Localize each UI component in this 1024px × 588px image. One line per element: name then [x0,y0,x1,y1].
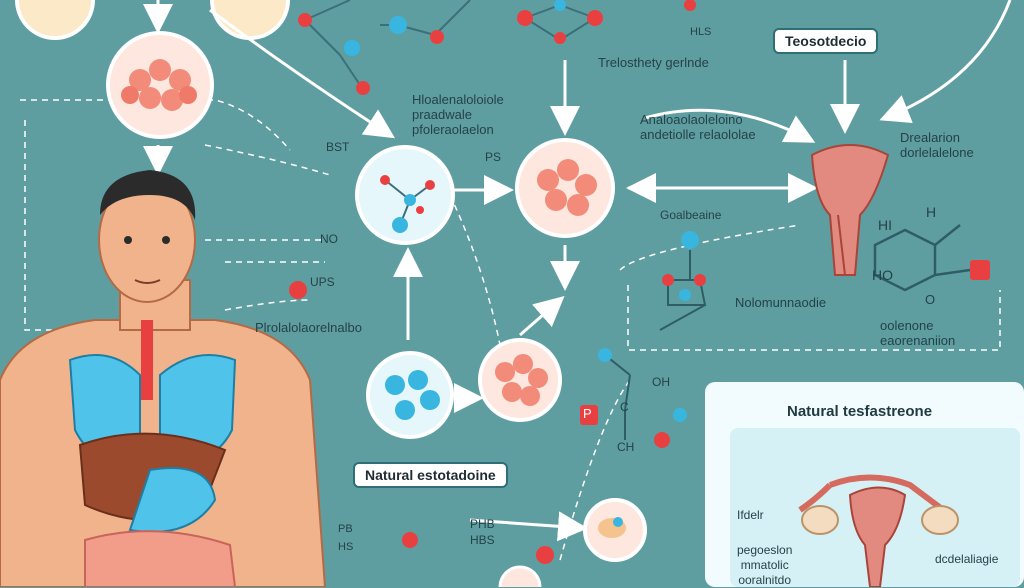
right-block-label: Drealarion dorlelalelone [900,130,974,160]
natural-testo-title: Natural tesfastreone [787,403,933,420]
cell-circle-partial [498,565,542,587]
oh-small-label: OH [652,375,670,389]
panel-left-top-label: Ifdelr [737,508,764,522]
ring-molecule-middle [659,231,707,331]
cell-cluster-left [106,31,214,139]
testo-title-pill: Teosotdecio [773,28,879,54]
cell-cluster-lower [478,338,562,422]
ring-molecule-right [873,224,990,292]
uterus-organ [810,144,890,276]
mid-small-label: Goalbeaine [660,208,722,222]
molecule-right-label: Nolomunnaodie [735,295,827,310]
o-bottom-label: O [925,292,936,307]
p-label: P [583,406,592,421]
hbs-label: HBS [470,533,495,547]
reproductive-organ [798,474,959,587]
molecule-circle-center [355,145,455,245]
right-lower-label: oolenone eaorenaniion [880,318,956,348]
dashed-guides [20,99,1001,561]
top-molecule-left [298,0,471,95]
flow-arrows [143,0,1012,542]
top-mid-label: Trelosthety gerlnde [598,55,709,70]
hi-left-label: HI [878,217,892,233]
panel-left-mid-label: pegoeslon mmatolic ooralnitdo [737,543,793,587]
phb-label: PHB [470,517,495,531]
human-figure [0,170,327,587]
top-hls-label: HLS [690,26,712,38]
cell-circle-bottom [583,498,647,562]
natural-estrad-pill: Natural estotadoine [353,462,508,488]
left-block-label: Hloalenaloloiole praadwale pfoleraolaelo… [412,92,504,137]
c-label: C [620,400,629,414]
ho-label: HO [872,267,893,283]
bst-label: BST [326,140,350,154]
hi-right-label: H [926,204,937,220]
ups-label: UPS [310,275,335,289]
left-lower-label: Plrolalolaorelnalbo [255,320,362,335]
pb-small-label: PB [338,523,353,535]
panel-right-label: dcdelaliagie [935,552,999,566]
blue-molecule-circle [366,351,454,439]
center-block-label: Analoaolaoleloino andetiolle relaololae [640,112,756,142]
ps-label: PS [485,150,502,164]
no-label: NO [320,232,338,246]
chain-molecule-lower [289,281,687,564]
top-left-cell-circle [15,0,95,40]
ch-label: CH [617,440,635,454]
top-molecule-right [517,0,696,44]
hs-small-label: HS [338,541,354,553]
cell-cluster-center [515,138,615,238]
